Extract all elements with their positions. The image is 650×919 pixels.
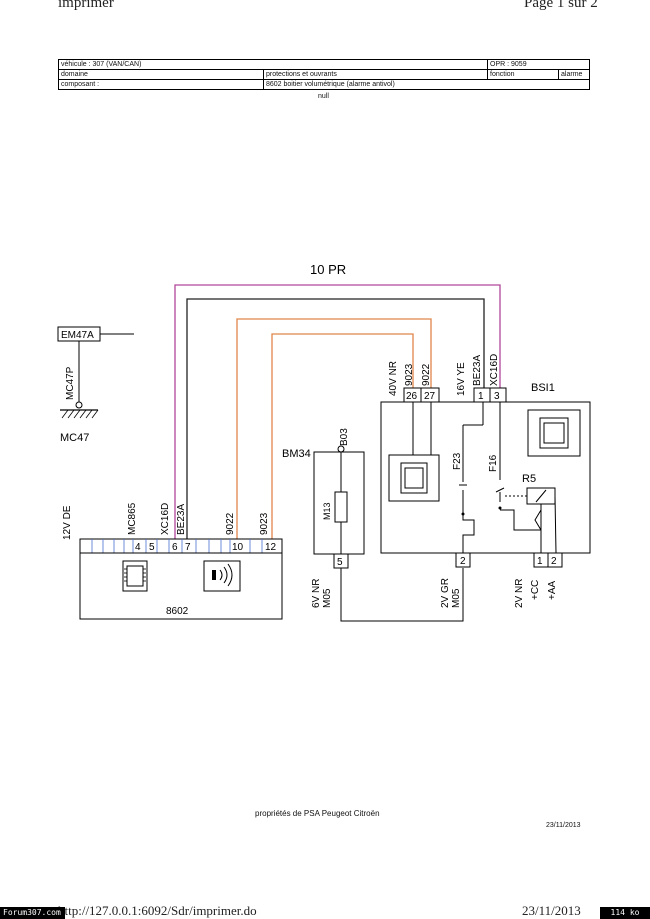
bsi-relay-pin-1-label: 1 <box>537 556 543 567</box>
bsi-relay-pin-2-label: 2 <box>551 556 557 567</box>
f16-label: F16 <box>488 454 499 472</box>
bsi-pin-2-label: 2 <box>460 556 466 567</box>
header-left-title: imprimer <box>58 0 114 11</box>
r5-label: R5 <box>522 473 536 485</box>
info-table: véhicule : 307 (VAN/CAN) OPR : 9059 doma… <box>57 59 590 90</box>
chip-icon <box>122 560 148 592</box>
connector-8602 <box>79 538 283 554</box>
b03-point <box>337 445 345 453</box>
null-text: null <box>318 93 329 100</box>
m13-label: M13 <box>322 502 332 520</box>
pin-5-label: 5 <box>149 542 155 553</box>
footer-date-small: 23/11/2013 <box>546 822 581 829</box>
conn-2v-nr-label: 2V NR <box>514 579 525 608</box>
conn-2v-gr-label: 2V GR <box>440 578 451 608</box>
bsi-wire-9023-label: 9023 <box>404 363 415 386</box>
wire-xc16d-label: XC16D <box>160 503 171 535</box>
bsi-wire-be23a-label: BE23A <box>472 355 483 386</box>
wire-orange-9022 <box>236 318 432 540</box>
pin-4-label: 4 <box>135 542 141 553</box>
m13-fuse <box>334 491 348 523</box>
ground-point <box>75 401 83 409</box>
f16-switch <box>495 487 505 493</box>
wire-m05-b-label: M05 <box>451 588 462 608</box>
bsi1-label: BSI1 <box>531 382 555 394</box>
bsi-wire-xc16d-label: XC16D <box>489 354 500 386</box>
component-value-cell: 8602 boitier volumétrique (alarme antivo… <box>263 79 590 90</box>
info-row-component: composant : 8602 boitier volumétrique (a… <box>58 79 590 90</box>
pin-6-label: 6 <box>172 542 178 553</box>
wire-mc865-label: MC865 <box>127 502 138 535</box>
wire-9023-label: 9023 <box>259 512 270 535</box>
pin-10-label: 10 <box>232 542 244 553</box>
bsi-pin-2-box <box>455 552 471 568</box>
mc47p-label: MC47P <box>65 366 76 400</box>
b03-label: B03 <box>339 428 350 446</box>
bsi-pin-27-label: 27 <box>424 391 436 402</box>
watermark-badge: Forum307.com <box>0 907 65 919</box>
bm34-pin-5-label: 5 <box>337 557 343 568</box>
footer-url[interactable]: http://127.0.0.1:6092/Sdr/imprimer.do <box>58 903 257 918</box>
connector-8602-slots <box>91 539 263 553</box>
wire-aa-label: +AA <box>547 580 558 600</box>
wire-purple-xc16d <box>174 284 501 540</box>
bm34-label: BM34 <box>282 448 311 460</box>
wire-black-be23a <box>186 298 485 540</box>
wire-be23a-label: BE23A <box>176 504 187 535</box>
f23-label: F23 <box>452 452 463 470</box>
diagram-title: 10 PR <box>310 262 346 277</box>
bsi-wire-9022-label: 9022 <box>421 363 432 386</box>
mc47-label: MC47 <box>60 432 89 444</box>
wire-m05-link <box>340 568 464 622</box>
wire-9022-label: 9022 <box>225 512 236 535</box>
footer-date: 23/11/2013 <box>522 903 581 918</box>
bsi-pin-26-label: 26 <box>406 391 418 402</box>
wire-cc-label: +CC <box>530 580 541 600</box>
label-8602: 8602 <box>166 606 189 617</box>
footer-proprietor: propriétés de PSA Peugeot Citroën <box>255 809 380 818</box>
module-8602-body <box>79 552 283 620</box>
em47a-label: EM47A <box>61 330 94 341</box>
header-page-number: Page 1 sur 2 <box>524 0 598 11</box>
wire-orange-9023 <box>271 333 414 540</box>
bsi-pin-1-label: 1 <box>478 391 484 402</box>
bsi-pin-3-label: 3 <box>494 391 500 402</box>
conn-12v-de-label: 12V DE <box>62 505 73 540</box>
conn-40v-nr-label: 40V NR <box>388 361 399 396</box>
pin-12-label: 12 <box>265 542 277 553</box>
wire-m05-a-label: M05 <box>322 588 333 608</box>
ultrasonic-sensor-icon <box>203 560 241 592</box>
conn-16v-ye-label: 16V YE <box>456 362 467 396</box>
conn-6v-nr-label: 6V NR <box>311 579 322 608</box>
ground-hatch <box>61 409 99 419</box>
filesize-badge: 114 ko <box>600 907 650 919</box>
pin-7-label: 7 <box>185 542 191 553</box>
